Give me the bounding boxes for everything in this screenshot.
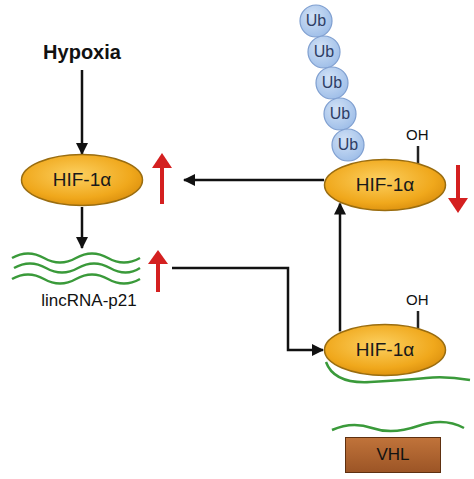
arrow-head xyxy=(152,153,172,168)
stimulus-label: Hypoxia xyxy=(37,38,127,67)
ubiquitin-circle: Ub xyxy=(299,4,333,38)
ubiquitin-circle-text: Ub xyxy=(314,43,334,61)
ubiquitin-shape xyxy=(308,36,340,68)
ubiquitin-shape xyxy=(324,98,356,130)
arrow-head xyxy=(448,198,468,213)
arrow-stem xyxy=(160,166,164,204)
hydroxyl-bond xyxy=(417,146,420,163)
hydroxyl-label: OH xyxy=(406,291,429,308)
protein-ellipse-text: HIF-1α xyxy=(356,339,414,361)
protein-ellipse: HIF-1α xyxy=(20,153,182,207)
rna-label: lincRNA-p21 xyxy=(8,245,170,313)
rna-strand xyxy=(332,422,464,431)
ubiquitin-circle: Ub xyxy=(323,97,357,131)
protein-ellipse-text: HIF-1α xyxy=(356,174,414,196)
ubiquitin-shape xyxy=(316,67,348,99)
ubiquitin-circle: Ub xyxy=(307,35,341,69)
ubiquitin-shape xyxy=(332,129,364,161)
flow-arrow xyxy=(81,70,84,154)
increase-arrow xyxy=(152,153,172,204)
vhl-box: VHL xyxy=(345,437,441,473)
protein-ellipse: HIF-1α xyxy=(323,323,447,377)
vhl-box-text: VHL xyxy=(376,445,409,465)
ubiquitin-circle-text: Ub xyxy=(322,74,342,92)
ubiquitin-circle-text: Ub xyxy=(338,136,358,154)
flow-arrow xyxy=(339,204,342,332)
flow-arrow xyxy=(184,179,324,182)
decrease-arrow xyxy=(448,165,468,213)
rna-strand xyxy=(14,264,140,273)
protein-shape xyxy=(22,155,143,206)
protein-shape xyxy=(325,160,446,211)
ubiquitin-shape xyxy=(300,5,332,37)
ubiquitin-circle-text: Ub xyxy=(306,12,326,30)
ubiquitin-circle: Ub xyxy=(315,66,349,100)
arrow-stem xyxy=(456,165,460,200)
flow-arrow xyxy=(172,268,323,350)
arrow-head xyxy=(148,250,168,264)
stimulus-label-text: Hypoxia xyxy=(43,41,121,64)
rna-strands xyxy=(12,254,140,284)
flow-arrow xyxy=(81,207,84,248)
rna-strand xyxy=(12,275,140,284)
protein-shape xyxy=(325,325,446,376)
rna-label-text: lincRNA-p21 xyxy=(41,291,136,311)
protein-ellipse: HIF-1α xyxy=(323,158,447,212)
rna-strand xyxy=(12,254,140,263)
increase-arrow xyxy=(148,250,168,292)
ubiquitin-circle-text: Ub xyxy=(330,105,350,123)
ubiquitin-circle: Ub xyxy=(331,128,365,162)
hydroxyl-label: OH xyxy=(406,126,429,143)
arrow-stem xyxy=(156,262,160,292)
hydroxyl-bond xyxy=(417,311,420,328)
protein-ellipse-text: HIF-1α xyxy=(53,169,111,191)
